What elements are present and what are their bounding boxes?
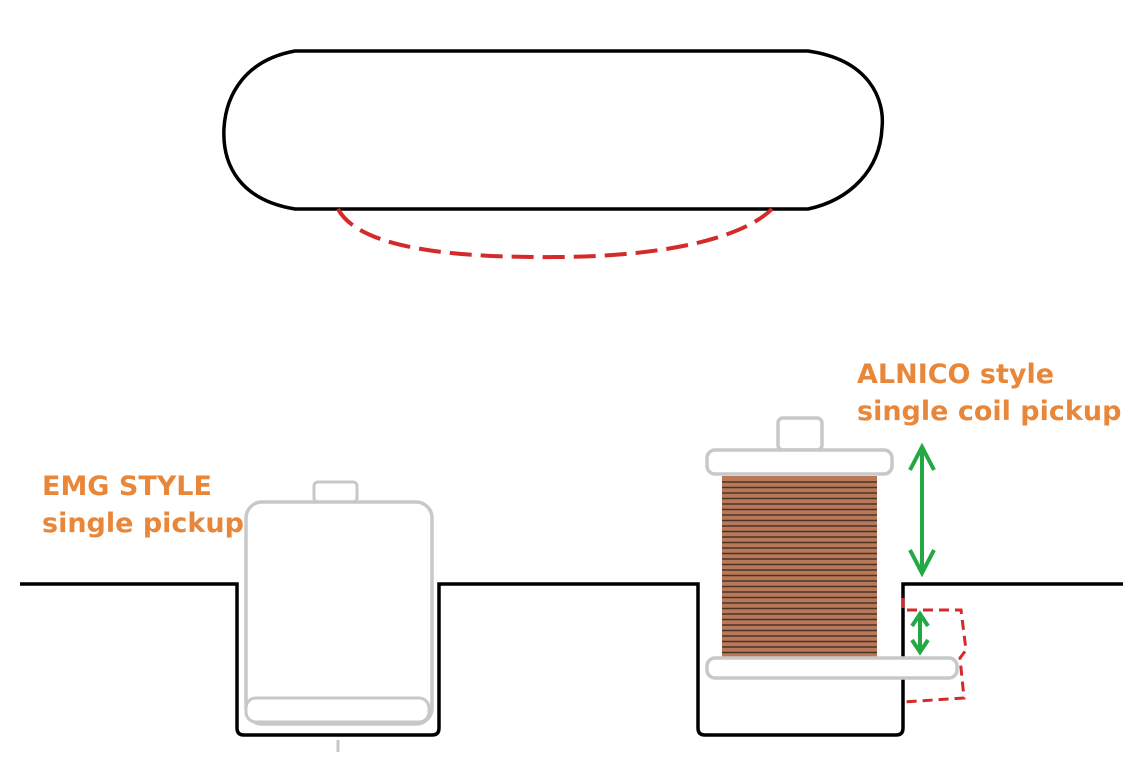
string-capsule-outline	[222, 49, 885, 211]
alnico-coil	[722, 476, 877, 657]
emg-pickup-housing	[244, 500, 434, 726]
emg-label-line1: EMG STYLE	[42, 471, 212, 502]
alnico-bottom-flange	[705, 656, 959, 680]
emg-pickup-base	[244, 696, 431, 724]
alnico-label-line1: ALNICO style	[857, 359, 1055, 390]
emg-pickup	[244, 480, 434, 752]
pickup-height-arrow	[908, 442, 936, 578]
magnetic-field-arc	[336, 207, 774, 260]
alnico-style-label: ALNICO style single coil pickup	[857, 356, 1121, 430]
alnico-pickup	[705, 416, 959, 680]
alnico-coil-windings	[722, 481, 877, 654]
alnico-top-flange	[705, 448, 894, 476]
coil-gap-arrow	[910, 610, 930, 656]
emg-style-label: EMG STYLE single pickup	[42, 468, 244, 542]
alnico-label-line2: single coil pickup	[857, 396, 1122, 427]
alnico-pole-piece	[776, 416, 824, 452]
emg-pickup-pole-tab	[312, 480, 359, 504]
alnico-field-dashes	[901, 598, 968, 704]
emg-label-line2: single pickup	[42, 508, 244, 539]
guitar-body-surface-line	[20, 582, 1123, 737]
